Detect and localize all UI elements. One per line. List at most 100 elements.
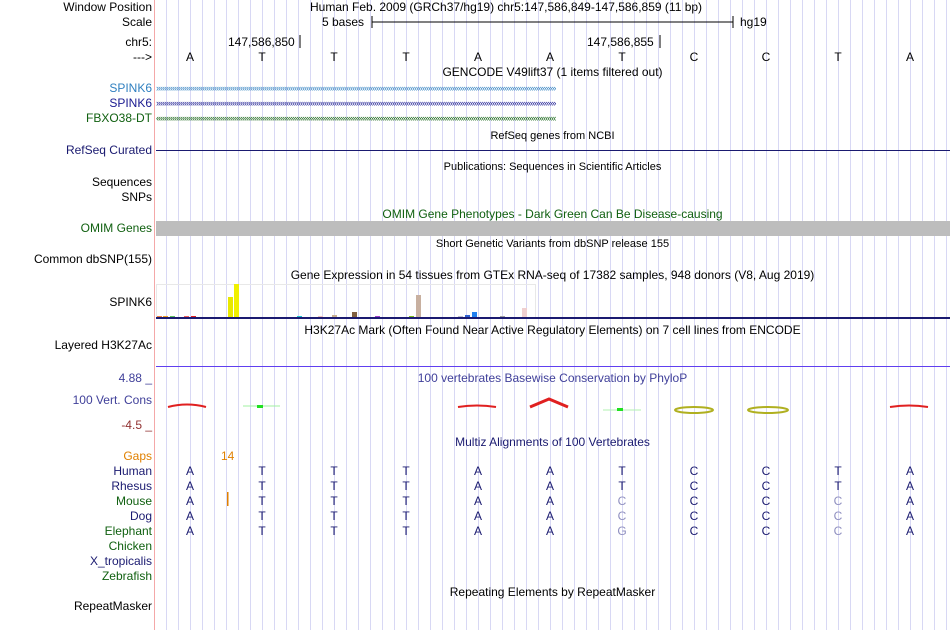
refseq-label[interactable]: RefSeq Curated <box>65 143 152 157</box>
repeatmasker-label[interactable]: RepeatMasker <box>73 599 152 613</box>
chrom-label[interactable]: chr5: <box>125 35 152 49</box>
gene-label[interactable]: SPINK6 <box>109 96 152 110</box>
species-label[interactable]: X_tropicalis <box>89 554 152 568</box>
gtex-label[interactable]: SPINK6 <box>109 295 152 309</box>
gtex-bar[interactable] <box>375 315 380 317</box>
aligned-base: T <box>258 464 266 478</box>
base: T <box>618 50 626 64</box>
gene-label[interactable]: FBXO38-DT <box>85 111 152 125</box>
gtex-bar[interactable] <box>157 315 162 317</box>
dbsnp-label[interactable]: Common dbSNP(155) <box>33 252 152 266</box>
position-2: 147,586,855 <box>587 35 654 49</box>
aligned-base: T <box>330 464 338 478</box>
gtex-bar[interactable] <box>458 315 463 317</box>
gtex-bar[interactable] <box>465 315 470 317</box>
gene-label[interactable]: SPINK6 <box>109 81 152 95</box>
species-label[interactable]: Rhesus <box>111 479 152 493</box>
gene-feature[interactable]: ››››››››››››››››››››››››››››››››››››››››… <box>156 83 556 93</box>
base: C <box>689 50 699 64</box>
aligned-base: T <box>834 464 842 478</box>
cons-mark <box>674 406 714 414</box>
mouse-gap-mark <box>227 492 229 506</box>
omim-bar[interactable] <box>156 221 950 236</box>
aligned-base: A <box>185 524 194 538</box>
aligned-base: G <box>617 524 627 538</box>
gene-feature[interactable]: ››››››››››››››››››››››››››››››››››››››››… <box>156 98 556 108</box>
aligned-base: A <box>905 479 914 493</box>
base: A <box>905 50 914 64</box>
gtex-bar[interactable] <box>522 308 527 317</box>
aligned-base: A <box>185 479 194 493</box>
snps-label[interactable]: SNPs <box>121 190 152 204</box>
gtex-bar[interactable] <box>234 284 239 317</box>
aligned-base: A <box>545 524 554 538</box>
cons-mark <box>747 406 789 414</box>
aligned-base: A <box>545 464 554 478</box>
gtex-bar[interactable] <box>409 315 414 317</box>
gtex-bar[interactable] <box>332 315 337 317</box>
aligned-base: A <box>905 524 914 538</box>
aligned-base: T <box>330 479 338 493</box>
gtex-bar[interactable] <box>228 297 233 317</box>
species-label[interactable]: Dog <box>129 509 152 523</box>
window-position-label: Window Position <box>63 0 152 14</box>
species-label[interactable]: Mouse <box>115 494 152 508</box>
gtex-bar[interactable] <box>170 315 175 317</box>
base: A <box>473 50 482 64</box>
aligned-base: C <box>761 509 771 523</box>
species-label[interactable]: Elephant <box>104 524 152 538</box>
species-label[interactable]: Chicken <box>108 539 152 553</box>
cons-mark <box>529 397 569 409</box>
scale-assembly: hg19 <box>740 15 767 29</box>
scale-text: 5 bases <box>322 15 365 29</box>
window-position: Human Feb. 2009 (GRCh37/hg19) chr5:147,5… <box>310 0 703 14</box>
gtex-bar[interactable] <box>297 315 302 317</box>
publications-title: Publications: Sequences in Scientific Ar… <box>443 161 662 173</box>
aligned-base: C <box>689 479 699 493</box>
cons-mark <box>617 408 623 411</box>
conservation-title: 100 vertebrates Basewise Conservation by… <box>417 371 688 385</box>
aligned-base: T <box>618 464 626 478</box>
aligned-base: C <box>689 509 699 523</box>
gaps-label[interactable]: Gaps <box>123 449 152 463</box>
gtex-frame <box>156 284 536 318</box>
strand-label[interactable]: ---> <box>133 50 152 64</box>
aligned-base: T <box>258 494 266 508</box>
aligned-base: A <box>545 509 554 523</box>
track-grid <box>155 0 950 630</box>
gtex-bar[interactable] <box>472 312 477 317</box>
aligned-base: A <box>473 509 482 523</box>
gtex-bar[interactable] <box>500 315 505 317</box>
gtex-bar[interactable] <box>184 315 189 317</box>
aligned-base: A <box>185 509 194 523</box>
aligned-base: T <box>402 494 410 508</box>
aligned-base: C <box>761 524 771 538</box>
base: A <box>545 50 554 64</box>
gtex-bar[interactable] <box>191 315 196 317</box>
aligned-base: T <box>402 509 410 523</box>
gtex-bar[interactable] <box>163 315 168 317</box>
gene-feature[interactable]: ‹‹‹‹‹‹‹‹‹‹‹‹‹‹‹‹‹‹‹‹‹‹‹‹‹‹‹‹‹‹‹‹‹‹‹‹‹‹‹‹… <box>156 113 556 123</box>
gtex-bar[interactable] <box>352 312 357 317</box>
omim-label[interactable]: OMIM Genes <box>80 221 152 235</box>
species-label[interactable]: Zebrafish <box>101 569 152 583</box>
gtex-bar[interactable] <box>416 295 421 317</box>
gtex-bar[interactable] <box>318 315 323 317</box>
h3k27ac-label[interactable]: Layered H3K27Ac <box>54 338 152 352</box>
h3k27ac-line <box>156 366 950 367</box>
conservation-label[interactable]: 100 Vert. Cons <box>72 393 152 407</box>
aligned-base: T <box>330 524 338 538</box>
gtex-title: Gene Expression in 54 tissues from GTEx … <box>290 268 815 282</box>
aligned-base: C <box>689 464 699 478</box>
aligned-base: T <box>330 494 338 508</box>
aligned-base: C <box>761 479 771 493</box>
aligned-base: A <box>473 464 482 478</box>
aligned-base: C <box>833 524 843 538</box>
species-label[interactable]: Human <box>113 464 152 478</box>
aligned-base: A <box>545 479 554 493</box>
sequences-label[interactable]: Sequences <box>91 175 152 189</box>
aligned-base: C <box>617 509 627 523</box>
gtex-baseline <box>156 317 950 319</box>
aligned-base: A <box>473 494 482 508</box>
